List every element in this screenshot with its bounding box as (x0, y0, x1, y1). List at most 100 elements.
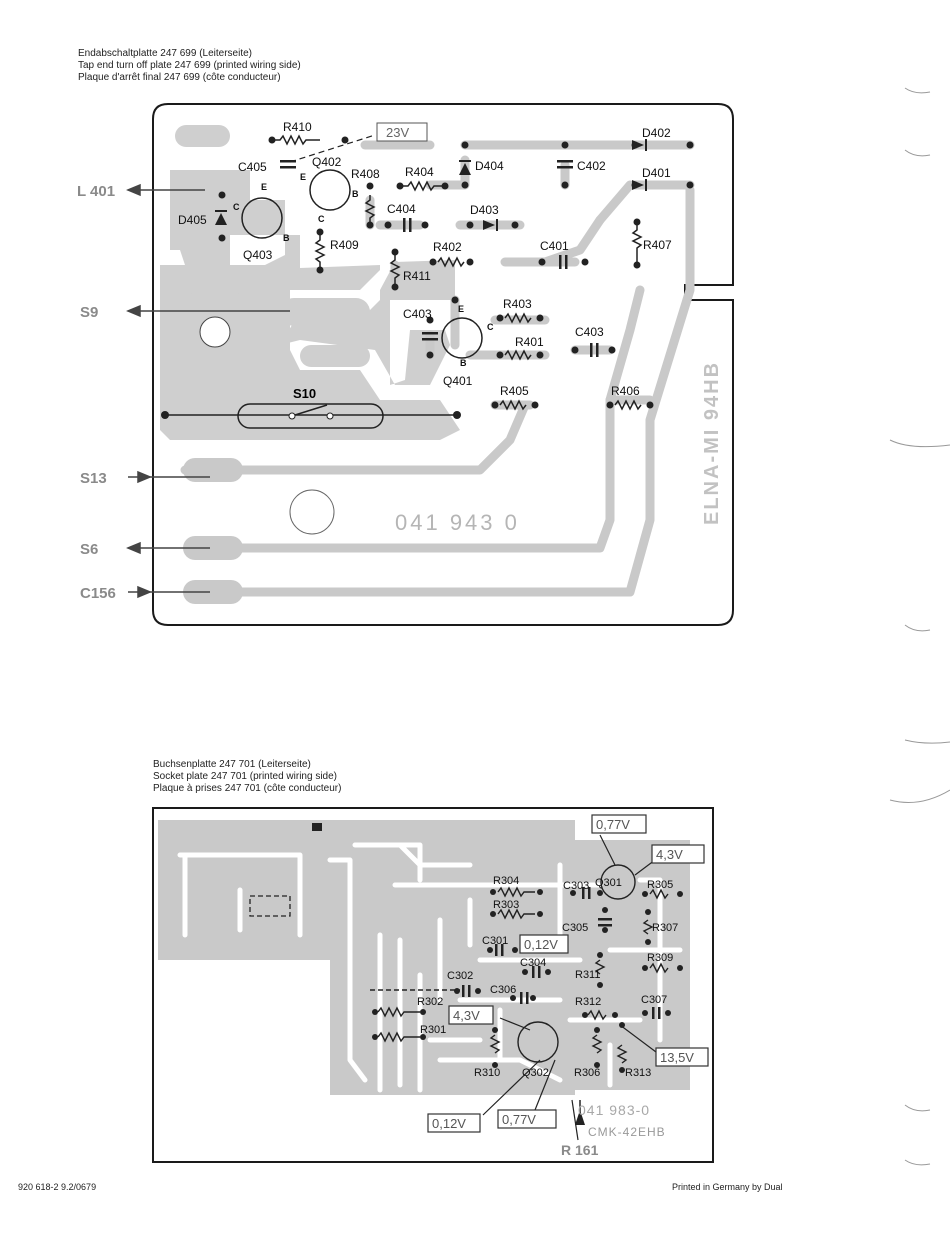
pin-letter: C (318, 214, 325, 224)
component-label-q401: Q401 (443, 374, 473, 388)
component-label-q301: Q301 (595, 877, 622, 889)
component-label-r405: R405 (500, 384, 529, 398)
punch-marks (889, 87, 950, 1166)
label-s6: S6 (80, 541, 98, 558)
component-label-c401: C401 (540, 239, 569, 253)
bottom-copper (158, 820, 690, 1095)
voltage-box: 0,12V (519, 934, 569, 954)
component-label-r306: R306 (574, 1067, 600, 1079)
footer-right: Printed in Germany by Dual (672, 1182, 783, 1192)
top-vertical-text: ELNA-MI 94HB (701, 361, 723, 525)
voltage-box-frame (427, 1113, 481, 1133)
component-label-r302: R302 (417, 996, 443, 1008)
dashed-outline (249, 895, 291, 917)
voltage-value: 0,77V (596, 817, 630, 832)
footer-left: 920 618-2 9.2/0679 (18, 1182, 97, 1192)
r161-arrow (575, 1110, 585, 1125)
caption-line-fr: Plaque à prises 247 701 (côte conducteur… (153, 783, 342, 794)
bottom-board-code: CMK-42EHB (588, 1125, 666, 1139)
component-label-r307: R307 (652, 922, 678, 934)
component-label-r309: R309 (647, 952, 673, 964)
voltage-value: 4,3V (453, 1008, 480, 1023)
pin-letter: E (300, 172, 306, 182)
voltage-value: 23V (386, 125, 409, 140)
component-label-c404: C404 (387, 202, 416, 216)
edge-pads (183, 458, 243, 604)
bottom-board-caption: Buchsenplatte 247 701 (Leiterseite) Sock… (153, 759, 341, 795)
component-label-r303: R303 (493, 899, 519, 911)
component-label-c306: C306 (490, 984, 516, 996)
component-label-r311: R311 (575, 969, 600, 981)
r161-label: R 161 (561, 1142, 599, 1158)
bottom-channels (177, 842, 683, 1093)
component-label-c303: C303 (563, 880, 589, 892)
pin-letter: C (487, 322, 494, 332)
component-label-r401: R401 (515, 335, 544, 349)
component-label-d405: D405 (178, 213, 207, 227)
component-label-c304: C304 (520, 957, 546, 969)
bottom-pads (372, 889, 683, 1073)
pin-letter: B (283, 233, 290, 243)
pin-letter: B (460, 358, 467, 368)
bottom-symbols (370, 834, 669, 1141)
top-capacitors (280, 160, 599, 357)
bottom-board-number: 041 983-0 (578, 1102, 650, 1118)
voltage-box: 13,5V (655, 1047, 709, 1067)
switch-s10: S10 (161, 386, 461, 429)
caption-line-en: Socket plate 247 701 (printed wiring sid… (153, 771, 337, 782)
component-label-r411: R411 (403, 269, 431, 283)
copper-areas (160, 125, 460, 440)
component-label-r313: R313 (625, 1067, 651, 1079)
top-pads (218, 136, 694, 409)
external-labels: L 401 S9 S13 S6 C156 (77, 183, 116, 602)
top-board-caption: Endabschaltplatte 247 699 (Leiterseite) … (78, 48, 301, 84)
voltage-box-frame (591, 814, 647, 834)
component-label-r304: R304 (493, 875, 519, 887)
voltage-box: 4,3V (651, 844, 705, 864)
marker (312, 823, 322, 831)
component-label-r403: R403 (503, 297, 532, 311)
component-label-c403: C403 (575, 325, 604, 339)
voltage-box-23v: 23V (289, 122, 428, 163)
caption-line-de: Buchsenplatte 247 701 (Leiterseite) (153, 759, 311, 770)
voltage-value: 4,3V (656, 847, 683, 862)
component-label-c403: C403 (403, 307, 432, 321)
voltage-value: 0,12V (432, 1116, 466, 1131)
voltage-value: 13,5V (660, 1050, 694, 1065)
voltage-box: 0,77V (497, 1109, 557, 1129)
voltage-box-frame (448, 1005, 494, 1025)
component-label-r402: R402 (433, 240, 462, 254)
component-label-r406: R406 (611, 384, 640, 398)
caption-line-de: Endabschaltplatte 247 699 (Leiterseite) (78, 48, 253, 59)
component-label-r301: R301 (420, 1024, 446, 1036)
caption-line-en: Tap end turn off plate 247 699 (printed … (78, 60, 301, 71)
bottom-voltage-boxes: 0,77V 4,3V 0,12V 4,3V 13,5V 0,12V 0,77V (427, 814, 709, 1133)
label-l401: L 401 (77, 183, 115, 200)
top-board: L 401 S9 S13 S6 C156 S10 23V 041 943 0 E… (77, 103, 734, 626)
component-label-q302: Q302 (522, 1067, 549, 1079)
component-label-r410: R410 (283, 120, 312, 134)
component-label-c301: C301 (482, 935, 508, 947)
component-label-c405: C405 (238, 160, 267, 174)
top-board-number: 041 943 0 (395, 510, 520, 535)
component-label-d401: D401 (642, 166, 671, 180)
component-label-c302: C302 (447, 970, 473, 982)
voltage-box-frame (497, 1109, 557, 1129)
label-s13: S13 (80, 470, 107, 487)
external-arrows (126, 183, 290, 599)
voltage-box-frame (651, 844, 705, 864)
voltage-box: 0,12V (427, 1113, 481, 1133)
pin-letter: E (458, 304, 464, 314)
component-label-r312: R312 (575, 996, 601, 1008)
pin-letter: E (261, 182, 267, 192)
pin-letter: B (352, 189, 359, 199)
component-label-r409: R409 (330, 238, 359, 252)
top-component-symbols (241, 134, 643, 411)
component-label-r305: R305 (647, 879, 673, 891)
voltage-value: 0,77V (502, 1112, 536, 1127)
